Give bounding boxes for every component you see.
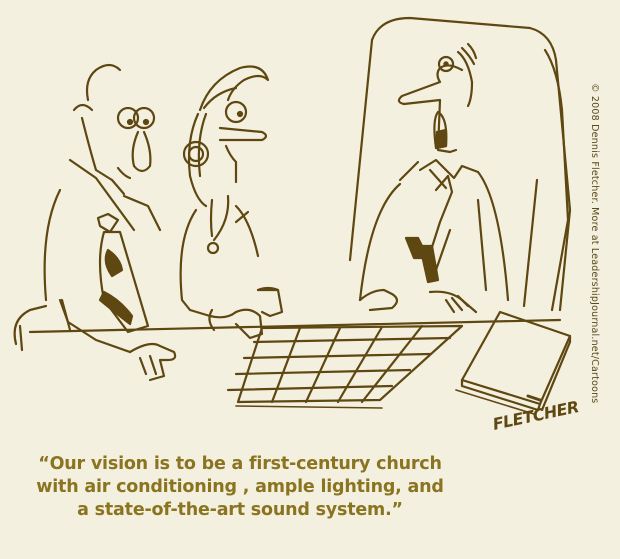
caption-line-3: a state-of-the-art sound system.”: [77, 500, 403, 520]
grid-chart: [226, 324, 464, 409]
pastor-figure: [358, 42, 510, 314]
cartoon-illustration: [13, 16, 572, 415]
caption-line-2: with air conditioning , ample lighting, …: [36, 477, 444, 497]
copyright-notice: © 2008 Dennis Fletcher. More at Leadersh…: [589, 83, 600, 404]
woman-figure: [179, 65, 284, 340]
left-man-figure: [13, 63, 177, 382]
chair-back: [348, 16, 572, 312]
book: [455, 310, 572, 415]
cartoon-caption: “Our vision is to be a first-century chu…: [20, 453, 460, 522]
desk-edge: [28, 318, 562, 334]
caption-line-1: “Our vision is to be a first-century chu…: [38, 454, 442, 474]
